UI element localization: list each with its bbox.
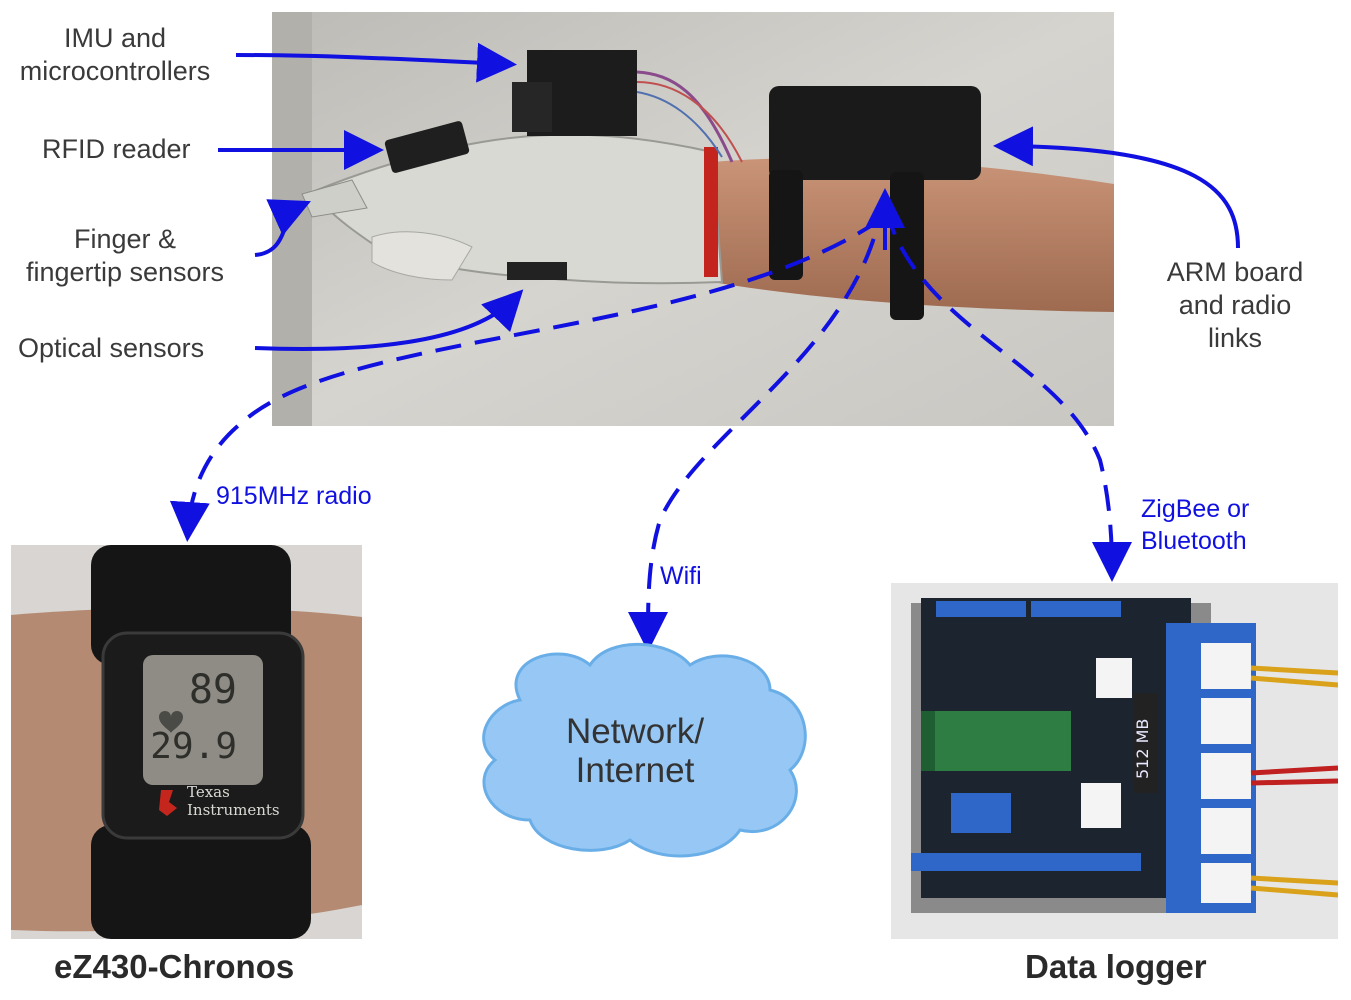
arrow-optical: [254, 289, 524, 351]
label-arm-line1: ARM board: [1166, 257, 1304, 287]
data-logger-art: 512 MB: [891, 583, 1338, 939]
data-logger-photo: 512 MB: [891, 583, 1338, 939]
label-imu-line1: IMU and: [63, 23, 167, 53]
label-optical: Optical sensors: [18, 333, 205, 363]
label-rfid: RFID reader: [42, 134, 191, 164]
label-arm-line2: and radio: [1178, 290, 1292, 320]
label-finger-line2: fingertip sensors: [25, 257, 225, 287]
sd-card-label: 512 MB: [1133, 719, 1152, 779]
watch-brand-line2: Instruments: [187, 801, 280, 819]
link-915mhz: [169, 218, 882, 542]
label-imu-line2: microcontrollers: [19, 56, 211, 86]
label-finger-line1: Finger &: [73, 224, 177, 254]
watch-reading-top: 89: [189, 667, 237, 713]
arrow-finger: [254, 199, 311, 257]
watch-brand-line1: Texas: [187, 783, 230, 801]
cloud-label-line2: Internet: [575, 751, 695, 790]
ti-logo-icon: [159, 790, 177, 816]
chronos-watch-photo: 89 29.9 Texas Instruments: [11, 545, 362, 939]
label-zigbee-line2: Bluetooth: [1141, 527, 1247, 555]
cloud-label: Network/ Internet: [520, 712, 750, 790]
link-zigbee: [884, 209, 1132, 582]
label-915mhz-radio: 915MHz radio: [216, 482, 372, 510]
caption-chronos: eZ430-Chronos: [54, 948, 295, 985]
network-cloud-icon: [482, 642, 807, 858]
cloud-label-line1: Network/: [565, 712, 705, 751]
label-arm-line3: links: [1207, 323, 1262, 353]
label-imu: IMU and microcontrollers: [10, 22, 220, 88]
label-zigbee: ZigBee or Bluetooth: [1141, 493, 1249, 557]
chronos-watch-art: 89 29.9 Texas Instruments: [11, 545, 362, 939]
arrow-arm: [993, 126, 1240, 249]
label-arm: ARM board and radio links: [1150, 256, 1320, 355]
watch-reading-bottom: 29.9: [150, 726, 237, 767]
arrow-imu: [235, 42, 517, 83]
link-wifi: [628, 199, 885, 652]
label-finger: Finger & fingertip sensors: [12, 223, 238, 289]
heart-icon: [159, 711, 183, 733]
label-zigbee-line1: ZigBee or: [1141, 495, 1250, 523]
caption-data-logger: Data logger: [1025, 948, 1207, 985]
label-wifi: Wifi: [660, 562, 702, 590]
